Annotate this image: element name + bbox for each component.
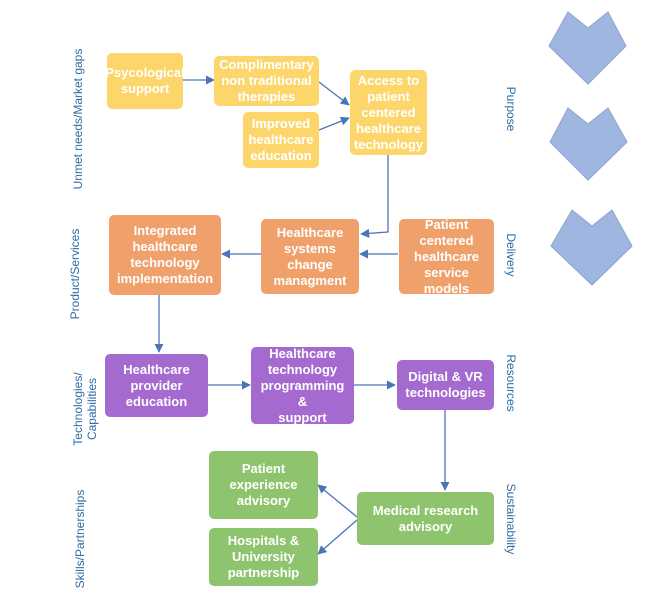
node-digital-vr-technologies: Digital & VR technologies (397, 360, 494, 410)
node-complimentary-therapies: Complimentary non traditional therapies (214, 56, 319, 106)
arrow-comp-to-access (318, 81, 350, 106)
label-product-services: Product/Services (68, 228, 82, 320)
chevron-purpose-2-icon (549, 107, 628, 181)
node-improved-healthcare-education: Improved healthcare education (243, 112, 319, 168)
node-psycological-support: Psycological support (105, 53, 185, 109)
node-hospitals-university-partnership: Hospitals & University partnership (209, 528, 318, 586)
node-healthcare-systems-change: Healthcare systems change managment (261, 219, 359, 294)
arrow-medical-to-patient-exp (317, 484, 358, 518)
arrow-improved-to-access (318, 116, 350, 131)
label-purpose: Purpose (504, 86, 518, 132)
chevron-purpose-icon (548, 11, 627, 85)
label-unmet-needs: Unmet needs/Market gaps (71, 48, 85, 190)
node-access-to-patient-centered-tech: Access to patient centered healthcare te… (350, 70, 427, 155)
label-technologies-capabilities: Technologies/ Capabilities (71, 372, 99, 446)
arrow-medical-to-hospitals (317, 519, 358, 555)
label-resources: Resources (504, 354, 518, 412)
label-sustainability: Sustainability (504, 483, 518, 555)
node-healthcare-provider-education: Healthcare provider education (105, 354, 208, 417)
label-skills-partnerships: Skills/Partnerships (73, 489, 87, 589)
node-patient-experience-advisory: Patient experience advisory (209, 451, 318, 519)
node-patient-centered-service-models: Patient centered healthcare service mode… (399, 217, 494, 296)
arrow-access-to-systems (360, 155, 389, 238)
node-medical-research-advisory: Medical research advisory (357, 492, 494, 545)
chevron-delivery-icon (550, 209, 633, 286)
node-integrated-healthcare-tech: Integrated healthcare technology impleme… (109, 215, 221, 295)
node-healthcare-tech-programming: Healthcare technology programming & supp… (251, 346, 354, 425)
label-delivery: Delivery (504, 233, 518, 277)
